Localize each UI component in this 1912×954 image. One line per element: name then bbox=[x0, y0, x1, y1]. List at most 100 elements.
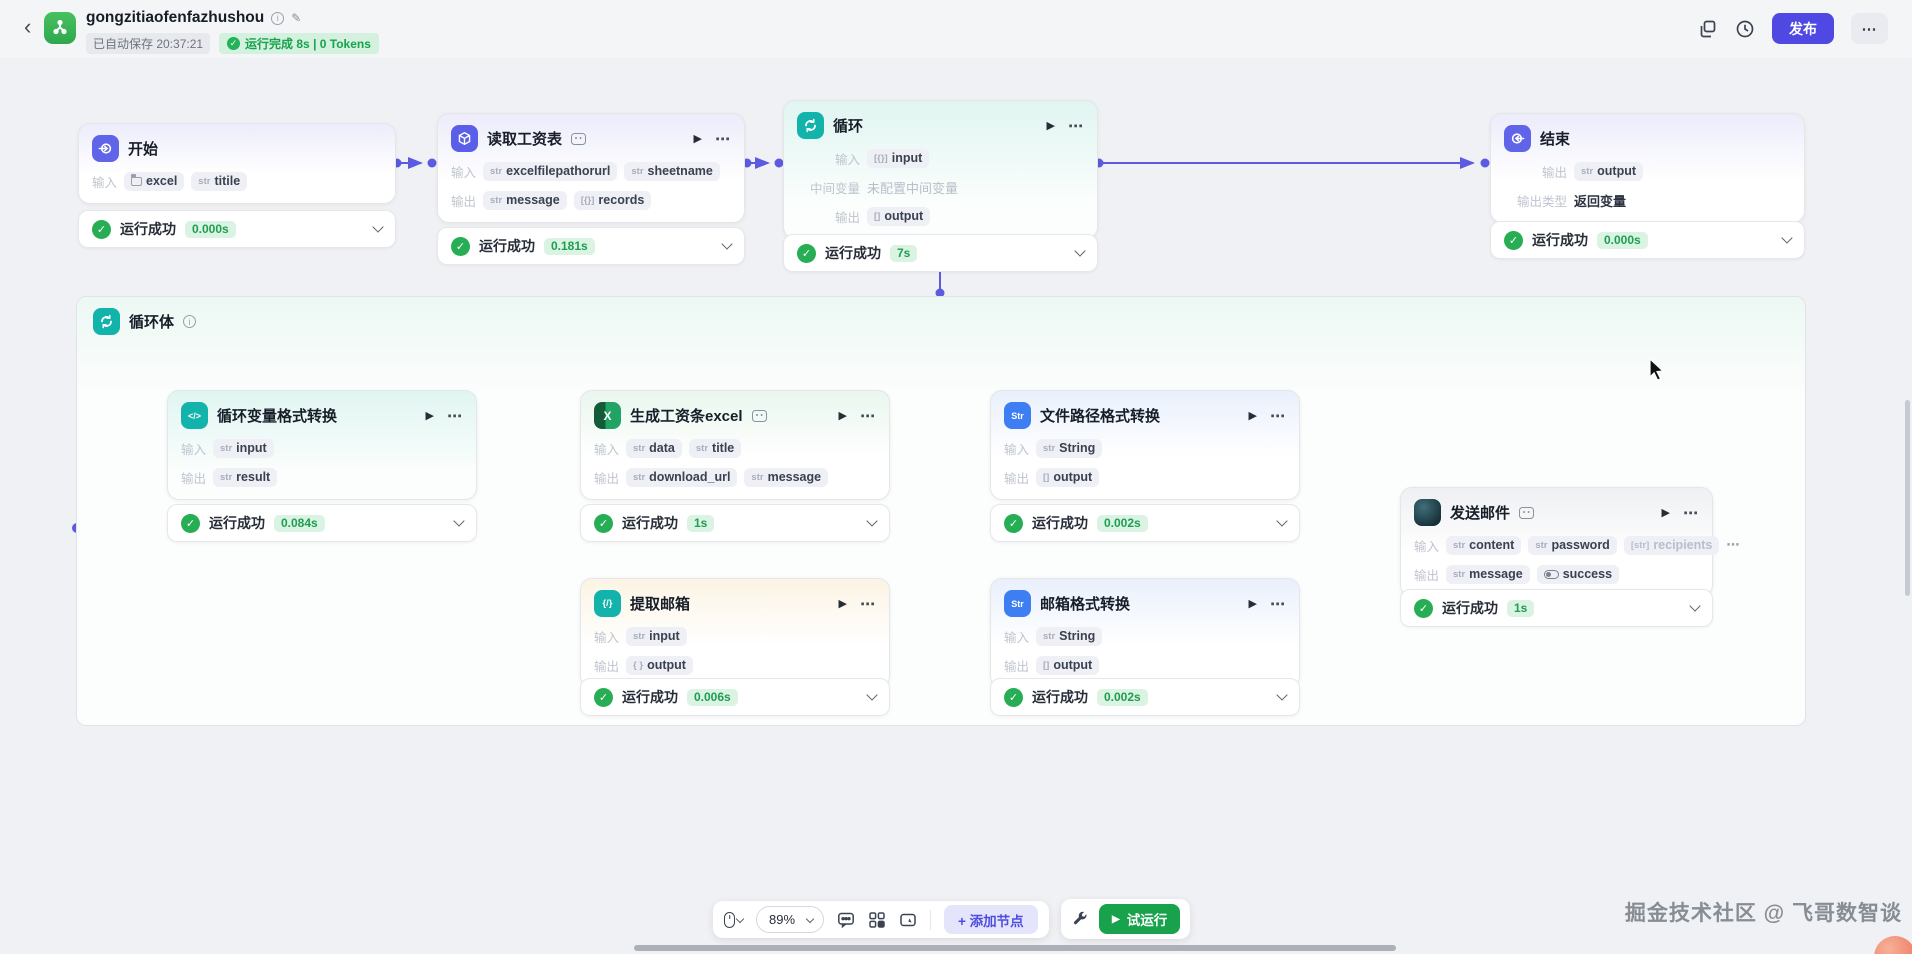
play-icon[interactable]: ▶ bbox=[693, 133, 702, 145]
chevron-down-icon[interactable] bbox=[1689, 600, 1701, 612]
play-icon[interactable]: ▶ bbox=[838, 598, 847, 610]
workflow-title: gongzitiaofenfazhushou bbox=[86, 9, 265, 26]
chevron-down-icon[interactable] bbox=[721, 238, 733, 250]
wrench-icon[interactable] bbox=[1071, 910, 1089, 928]
array-type-icon: [] bbox=[1043, 471, 1050, 483]
auto-layout-icon[interactable] bbox=[868, 911, 886, 929]
success-check-icon: ✓ bbox=[1004, 687, 1023, 707]
input-label: 输入 bbox=[451, 165, 477, 180]
status-extract-email[interactable]: ✓ 运行成功 0.006s bbox=[580, 678, 890, 716]
status-send-email[interactable]: ✓ 运行成功 1s bbox=[1400, 589, 1713, 627]
status-filepath-format[interactable]: ✓ 运行成功 0.002s bbox=[990, 504, 1300, 542]
play-icon[interactable]: ▶ bbox=[425, 410, 434, 422]
horizontal-scrollbar[interactable] bbox=[634, 945, 1396, 951]
chevron-down-icon[interactable] bbox=[1276, 689, 1288, 701]
str-type-icon: str bbox=[695, 442, 709, 454]
publish-button[interactable]: 发布 bbox=[1772, 13, 1834, 44]
status-end[interactable]: ✓ 运行成功 0.000s bbox=[1490, 221, 1805, 259]
chevron-down-icon[interactable] bbox=[1074, 245, 1086, 257]
input-label: 输入 bbox=[594, 442, 620, 457]
mouse-icon bbox=[724, 911, 735, 928]
status-time: 1s bbox=[687, 514, 715, 532]
run-status-badge[interactable]: ✓ 运行完成 8s | 0 Tokens bbox=[219, 33, 379, 54]
status-loop[interactable]: ✓ 运行成功 7s bbox=[783, 234, 1098, 272]
info-icon[interactable]: i bbox=[271, 11, 285, 25]
more-icon[interactable]: ⋯ bbox=[447, 407, 463, 425]
more-icon[interactable]: ⋯ bbox=[1068, 117, 1084, 135]
more-icon[interactable]: ⋯ bbox=[1270, 595, 1286, 613]
input-label: 输入 bbox=[594, 630, 620, 645]
status-email-format[interactable]: ✓ 运行成功 0.002s bbox=[990, 678, 1300, 716]
status-text: 运行成功 bbox=[120, 221, 176, 237]
assistant-avatar[interactable] bbox=[1874, 936, 1912, 954]
loop-body-title: 循环体 bbox=[129, 314, 175, 331]
code-icon: </> bbox=[181, 402, 208, 429]
test-run-label: 试运行 bbox=[1126, 913, 1168, 928]
more-icon[interactable]: ⋯ bbox=[1683, 504, 1699, 522]
back-icon[interactable]: ‹ bbox=[24, 14, 32, 39]
vertical-scrollbar[interactable] bbox=[1905, 400, 1910, 596]
array-type-icon: [{}] bbox=[580, 194, 595, 206]
status-loop-var-format[interactable]: ✓ 运行成功 0.084s bbox=[167, 504, 477, 542]
chevron-down-icon[interactable] bbox=[453, 515, 465, 527]
node-loop[interactable]: 循环 ▶⋯ 输入 [{}]input 中间变量 未配置中间变量 输出 []out… bbox=[783, 100, 1098, 239]
more-icon[interactable]: ⋯ bbox=[860, 595, 876, 613]
add-node-button[interactable]: + 添加节点 bbox=[944, 905, 1038, 934]
status-text: 运行成功 bbox=[479, 238, 535, 254]
str-type-icon: str bbox=[633, 630, 646, 642]
play-icon[interactable]: ▶ bbox=[1661, 507, 1670, 519]
more-vars-icon[interactable]: ⋯ bbox=[1726, 537, 1741, 552]
var-badge-excel: excel bbox=[124, 171, 185, 191]
more-icon[interactable]: ⋯ bbox=[715, 130, 731, 148]
chevron-down-icon[interactable] bbox=[1781, 232, 1793, 244]
input-label: 输入 bbox=[834, 152, 860, 167]
status-start[interactable]: ✓ 运行成功 0.000s bbox=[78, 210, 396, 248]
var-badge: [str]recipients bbox=[1623, 535, 1720, 555]
play-icon[interactable]: ▶ bbox=[1248, 410, 1257, 422]
zoom-select[interactable]: 89% bbox=[756, 906, 825, 933]
output-label: 输出 bbox=[1004, 471, 1030, 486]
topbar-more-button[interactable]: ⋯ bbox=[1851, 13, 1888, 44]
output-label: 输出 bbox=[594, 659, 620, 674]
more-icon[interactable]: ⋯ bbox=[1270, 407, 1286, 425]
play-icon[interactable]: ▶ bbox=[838, 410, 847, 422]
play-icon[interactable]: ▶ bbox=[1248, 598, 1257, 610]
end-icon bbox=[1504, 125, 1531, 152]
status-read-sheet[interactable]: ✓ 运行成功 0.181s bbox=[437, 227, 745, 265]
edit-icon[interactable]: ✎ bbox=[291, 11, 302, 25]
plugin-cube-icon bbox=[451, 125, 478, 152]
test-run-button[interactable]: ▶ 试运行 bbox=[1099, 904, 1181, 934]
status-generate-excel[interactable]: ✓ 运行成功 1s bbox=[580, 504, 890, 542]
minimap-icon[interactable] bbox=[899, 911, 917, 929]
pointer-mode-button[interactable] bbox=[724, 911, 745, 928]
output-label: 输出 bbox=[834, 210, 860, 225]
history-icon[interactable] bbox=[1735, 19, 1755, 39]
plugin-badge-icon bbox=[751, 409, 767, 422]
chevron-down-icon[interactable] bbox=[866, 515, 878, 527]
node-title: 循环 bbox=[833, 118, 864, 135]
more-icon[interactable]: ⋯ bbox=[860, 407, 876, 425]
var-badge: success bbox=[1536, 564, 1620, 584]
loop-icon bbox=[93, 308, 120, 335]
comment-icon[interactable] bbox=[837, 911, 855, 929]
node-title: 结束 bbox=[1540, 131, 1571, 148]
chevron-down-icon[interactable] bbox=[1276, 515, 1288, 527]
info-icon[interactable]: i bbox=[183, 315, 197, 328]
play-icon[interactable]: ▶ bbox=[1046, 120, 1055, 132]
chevron-down-icon[interactable] bbox=[372, 221, 384, 233]
chevron-down-icon[interactable] bbox=[866, 689, 878, 701]
chevron-down-icon bbox=[735, 914, 745, 923]
mid-var-empty-text: 未配置中间变量 bbox=[867, 180, 959, 196]
duplicate-icon[interactable] bbox=[1698, 19, 1718, 39]
